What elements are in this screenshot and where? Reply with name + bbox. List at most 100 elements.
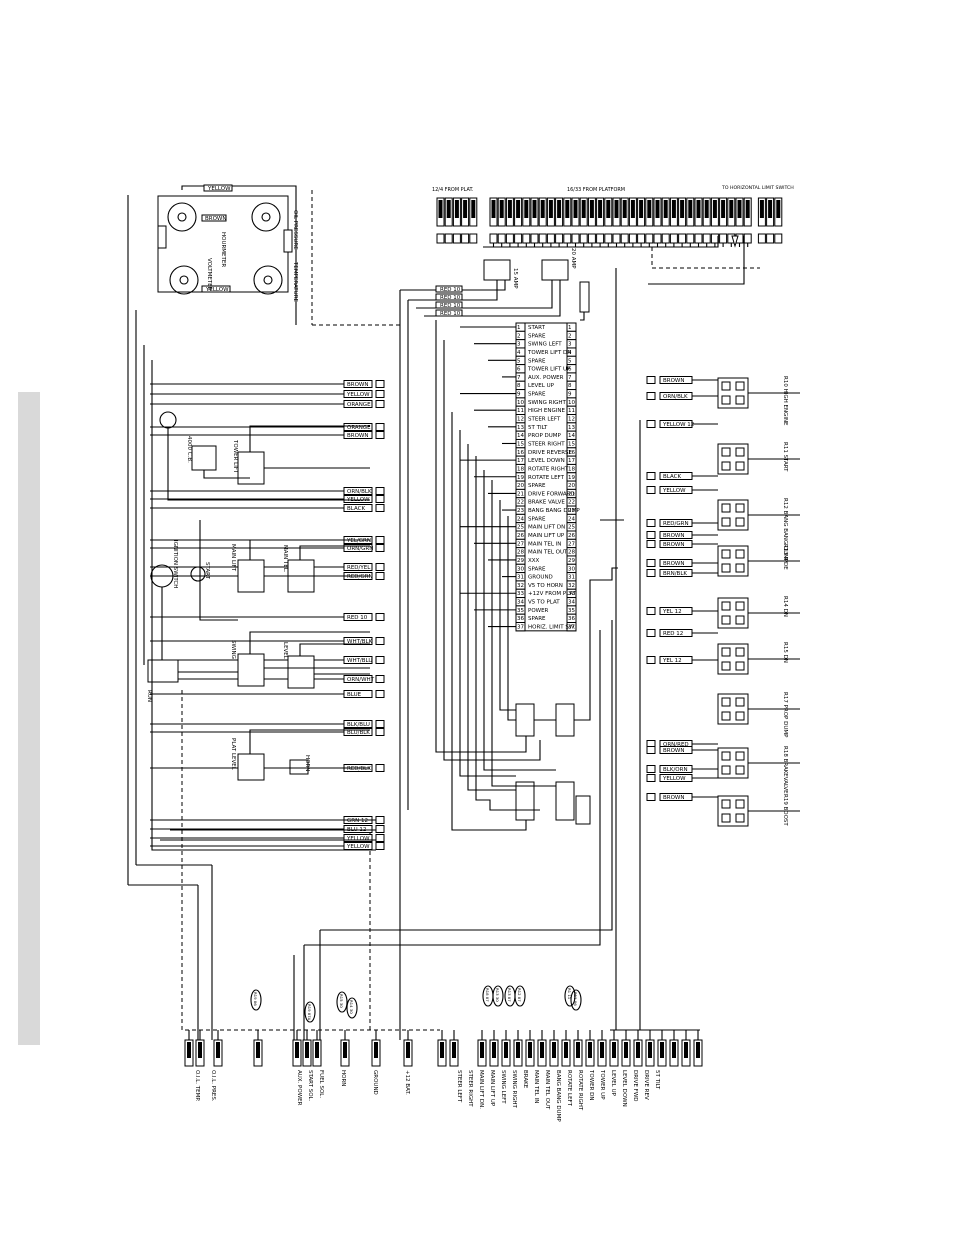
top-connector-num — [444, 233, 453, 244]
terminal-label: AUX. POWER — [528, 375, 564, 381]
voltmeter-label: VOLTMETER — [206, 258, 212, 291]
callout-oval — [346, 997, 358, 1019]
left-wire-label: RED/GRN — [347, 574, 373, 580]
top-connector-num — [702, 233, 711, 244]
relay-contact — [721, 517, 731, 527]
top-connector-num — [653, 233, 662, 244]
terminal-number-right: 7 — [568, 375, 572, 381]
terminal-number-right: 33 — [568, 591, 575, 597]
start-label: START — [204, 562, 210, 580]
bottom-connector-fill — [600, 1042, 604, 1058]
left-wire-label: ORN/WHT — [347, 677, 375, 683]
callout-oval — [304, 1001, 316, 1023]
relay-contact — [735, 601, 745, 611]
terminal-number: 10 — [517, 400, 524, 406]
right-wire-label: YEL 12 — [662, 609, 682, 615]
callout-oval — [336, 991, 348, 1013]
red-wire-label: RED 10 — [440, 303, 461, 309]
top-connector-num — [628, 233, 637, 244]
relay-contact — [735, 517, 745, 527]
bottom-callout: R1 11 — [567, 988, 572, 1000]
bottom-label: START SOL. — [307, 1070, 313, 1102]
top-connector-num — [530, 233, 539, 244]
top-connector-num — [469, 233, 478, 244]
left-wire-pin — [375, 400, 385, 408]
relay-contact — [721, 813, 731, 823]
terminal-label: SPARE — [528, 333, 546, 339]
right-relay-name: R19 BOOST — [782, 794, 788, 826]
right-relay-name: R14 DN — [782, 596, 788, 617]
top-connector-fill — [663, 200, 668, 218]
terminal-label: LEVEL DOWN — [528, 458, 565, 464]
relay-contact — [735, 799, 745, 809]
bottom-connector-fill — [492, 1042, 496, 1058]
relay-contact — [721, 751, 731, 761]
terminal-number: 1 — [517, 325, 521, 331]
bottom-connector-fill — [612, 1042, 616, 1058]
left-wire-label: WHT/BLU — [347, 658, 372, 664]
terminal-label: SPARE — [528, 616, 546, 622]
relay-contact — [721, 563, 731, 573]
terminal-number: 3 — [517, 342, 521, 348]
relay-contact — [721, 711, 731, 721]
bottom-label: TOWER UP — [599, 1069, 605, 1100]
top-connector-num — [743, 233, 752, 244]
terminal-label: 5T TILT — [528, 425, 548, 431]
top-connector-num — [766, 233, 775, 244]
relay-contact — [721, 647, 731, 657]
bottom-label: MAIN TEL OUT — [544, 1070, 550, 1110]
terminal-label: TOWER LIFT DN — [527, 350, 571, 356]
right-wire-pin — [646, 607, 656, 615]
terminal-number: 18 — [517, 466, 524, 472]
left-wire-pin — [375, 842, 385, 850]
left-wire-label: ORANGE — [347, 402, 371, 408]
terminal-label: V5 TO PLAT — [528, 600, 560, 606]
right-wire-label: BLACK — [663, 474, 681, 480]
circuit-breaker-label: 4000 C.B. — [186, 436, 192, 463]
right-wire-pin — [646, 559, 656, 567]
top-connector-num — [686, 233, 695, 244]
bottom-label: MAIN LIFT UP — [489, 1070, 495, 1107]
terminal-label: HORIZ. LIMIT SW. — [528, 625, 576, 631]
terminal-number: 13 — [517, 425, 524, 431]
terminal-label: BANG BANG DUMP — [528, 508, 580, 514]
red-wire-tag — [435, 309, 463, 317]
top-dash-wire — [651, 247, 760, 269]
left-components: TOWER LIFT 4000 C.B. MAIN LIFT MAIN TEL.… — [146, 411, 376, 851]
top-connector-num — [514, 233, 523, 244]
bottom-connector-fill — [660, 1042, 664, 1058]
terminal-number: 14 — [517, 433, 524, 439]
left-wire-pin — [375, 572, 385, 580]
left-wire-pin — [375, 825, 385, 833]
relay-contact — [735, 751, 745, 761]
right-wire-pin — [646, 793, 656, 801]
right-wire-pin — [646, 746, 656, 754]
bottom-connector-fill — [256, 1042, 260, 1058]
top-connector-fill — [606, 200, 611, 218]
left-wire-label: YELLOW — [346, 392, 370, 398]
top-connector-fill — [540, 200, 545, 218]
callout-oval — [514, 985, 526, 1007]
top-connector-fill — [671, 200, 676, 218]
terminal-number: 29 — [517, 558, 524, 564]
terminal-label: BRAKE VALVE — [528, 500, 565, 506]
bottom-connector-fill — [452, 1042, 456, 1058]
terminal-number: 16 — [517, 450, 524, 456]
top-connector-num — [563, 233, 572, 244]
terminal-number: 15 — [517, 441, 524, 447]
red-wire-tag — [435, 293, 463, 301]
left-wire-label: YELLOW — [346, 836, 370, 842]
bottom-connector-fill — [440, 1042, 444, 1058]
top-connector-num — [637, 233, 646, 244]
relay-contact — [735, 647, 745, 657]
callout-oval — [492, 985, 504, 1007]
terminal-num-right — [566, 622, 577, 632]
terminal-number-right: 1 — [568, 325, 572, 331]
relay-contact — [721, 799, 731, 809]
terminal-number-right: 34 — [568, 600, 575, 606]
left-wire-pin — [375, 380, 385, 388]
right-relay-name: R10 HIGH ENGINE — [782, 376, 788, 426]
right-wire-label: RED/GRN — [663, 521, 689, 527]
top-connector-fill — [768, 200, 773, 218]
top-connector-num — [604, 233, 613, 244]
